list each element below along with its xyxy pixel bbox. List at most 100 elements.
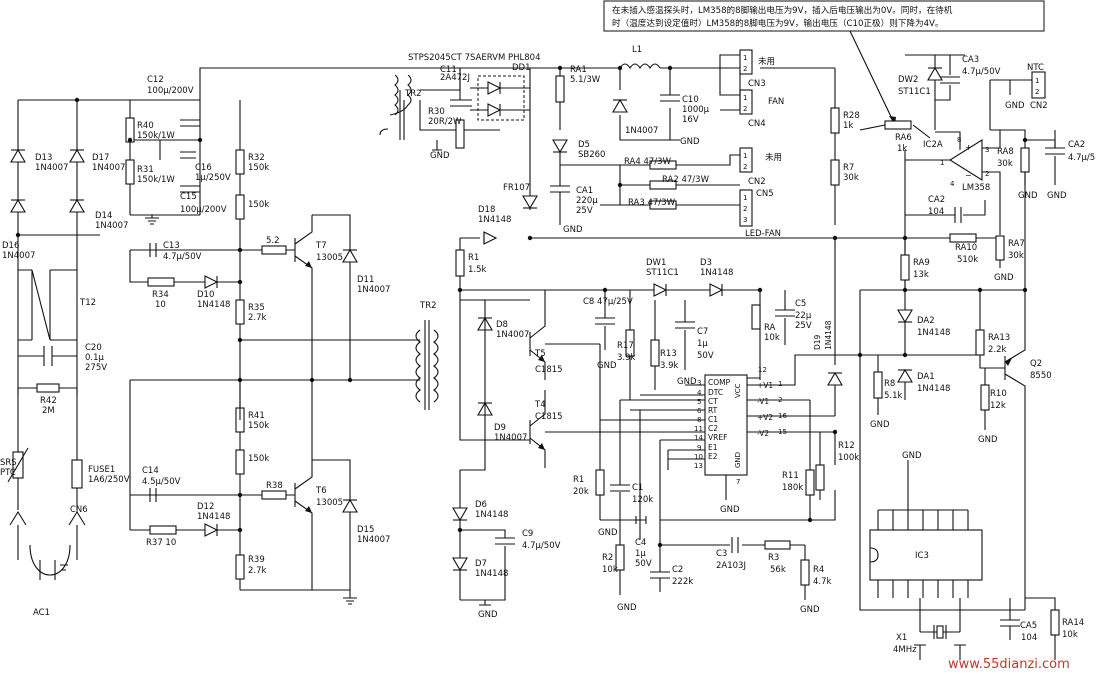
pin-dtc: DTC (708, 388, 723, 397)
label-d14: D14 (95, 211, 112, 221)
label-d18: D18 (478, 205, 495, 215)
gnd-r2: GND (617, 603, 637, 613)
resistor-ra3 (649, 200, 677, 210)
gnd-c7: GND (677, 377, 697, 387)
label-c16: C16 (195, 163, 212, 173)
value-q2: 8550 (1030, 371, 1052, 381)
label-ca2a: CA2 (928, 195, 945, 205)
resistor-r32 (235, 149, 245, 175)
gnd-tl494: GND (720, 505, 740, 515)
value-c4-2: 50V (635, 559, 652, 569)
capacitor-c3 (731, 537, 739, 553)
note-line-2: 时（温度达到设定值时）LM358的8脚电压为9V，输出电压（C10正极）则下降为… (612, 17, 944, 29)
resistor-r41b (235, 449, 245, 475)
resistor-r12 (815, 464, 825, 491)
svg-text:14: 14 (694, 434, 703, 442)
resistor-r42 (36, 383, 60, 393)
label-r28: R28 (843, 111, 860, 121)
value-r12: 100k (838, 453, 859, 463)
value-r3: 56k (770, 565, 786, 575)
value-d8: 1N4007 (496, 330, 529, 340)
label-t6: T6 (315, 486, 327, 496)
transistor-t5 (529, 300, 600, 380)
resistor-ra9 (900, 254, 910, 281)
pin-v2n: -V2 (757, 429, 769, 438)
resistor-r52 (261, 245, 287, 255)
resistor-r11 (805, 469, 815, 496)
junction-dots (15, 65, 1028, 548)
capacitor-c16 (159, 140, 196, 160)
label-da1: DA1 (917, 372, 935, 382)
capacitor-ca5 (1000, 619, 1020, 627)
label-ac1: AC1 (33, 608, 50, 618)
label-ra14: RA14 (1062, 618, 1084, 628)
capacitor-c9 (495, 537, 515, 545)
annotation-note: 在未插入感温探头时，LM358的8脚输出电压为9V，插入后电压输出为0V。同时，… (603, 0, 1045, 126)
value-r4: 4.7k (813, 577, 832, 587)
value-r41: 150k (248, 421, 269, 431)
label-d9: D9 (494, 423, 506, 433)
connector-cn3 (739, 49, 753, 75)
svg-text:2: 2 (743, 65, 747, 73)
resistor-r37 (149, 525, 177, 535)
capacitor-c15 (180, 185, 200, 193)
value-d15: 1N4007 (357, 535, 390, 545)
value-c14: 4.5μ/50V (142, 477, 181, 487)
pwm-controller-section: COMP DTC CT RT C1 C2 VREF E1 E2 VCC GND … (573, 238, 860, 615)
label-c4: C4 (635, 538, 646, 548)
diode-d17 (69, 148, 85, 163)
diode-d11 (342, 248, 358, 263)
label-ra: RA (764, 323, 776, 333)
value-d19: 1N4148 (824, 320, 833, 350)
value-ra7: 30k (1008, 251, 1024, 261)
label-ra9: RA9 (913, 258, 930, 268)
diode-d6 (452, 507, 468, 522)
value-d14: 1N4007 (95, 221, 128, 231)
tag-cn3: CN3 (748, 79, 766, 89)
value-t6: 13005 (316, 498, 343, 508)
value-c20-2: 275V (85, 363, 107, 373)
tag-cn4: CN4 (748, 119, 766, 129)
label-c13: C13 (163, 241, 180, 251)
value-r34: 10 (155, 300, 166, 310)
value-t7: 13005 (316, 253, 343, 263)
value-d13: 1N4007 (35, 163, 68, 173)
label-r10: R10 (990, 389, 1007, 399)
ic2a-pin2: 2 (985, 170, 989, 178)
resistor-r39 (235, 554, 245, 580)
value-c11: 2A472J (440, 73, 470, 83)
pin-vref: VREF (708, 433, 727, 442)
capacitor-c13 (149, 243, 157, 257)
resistor-r8 (873, 371, 883, 399)
label-c3: C3 (716, 549, 727, 559)
label-ic2a: IC2A (923, 140, 943, 150)
value-d11: 1N4007 (357, 285, 390, 295)
ntc-pin2: 2 (1035, 88, 1039, 96)
diode-dd1-b (487, 103, 502, 117)
value-x1: 4MHz (893, 645, 917, 655)
value-r8: 5.1k (884, 391, 903, 401)
label-d5: D5 (578, 140, 590, 150)
resistor-r10 (980, 384, 990, 411)
gnd-r4: GND (800, 605, 820, 615)
label-r41: R41 (248, 411, 265, 421)
label-c7: C7 (697, 327, 708, 337)
transistor-t4 (529, 390, 705, 468)
svg-text:10: 10 (694, 453, 703, 461)
label-r34: R34 (152, 290, 169, 300)
svg-text:2: 2 (743, 163, 747, 171)
label-ra6: RA6 (895, 133, 912, 143)
label-cn6: CN6 (70, 505, 88, 515)
transformer-tr2-main: TR2 (379, 74, 422, 140)
capacitor-c2 (650, 571, 670, 579)
resistor-r32b (235, 194, 245, 220)
resistor-r35 (235, 299, 245, 325)
value-c2: 222k (672, 577, 693, 587)
value-d6: 1N4148 (475, 510, 508, 520)
connector-ntc (1031, 71, 1046, 99)
svg-text:9: 9 (697, 444, 701, 452)
resistor-ra14 (1050, 609, 1060, 636)
capacitor-c10 (660, 94, 680, 102)
label-tr2: TR2 (404, 89, 422, 99)
label-d13: D13 (35, 153, 52, 163)
